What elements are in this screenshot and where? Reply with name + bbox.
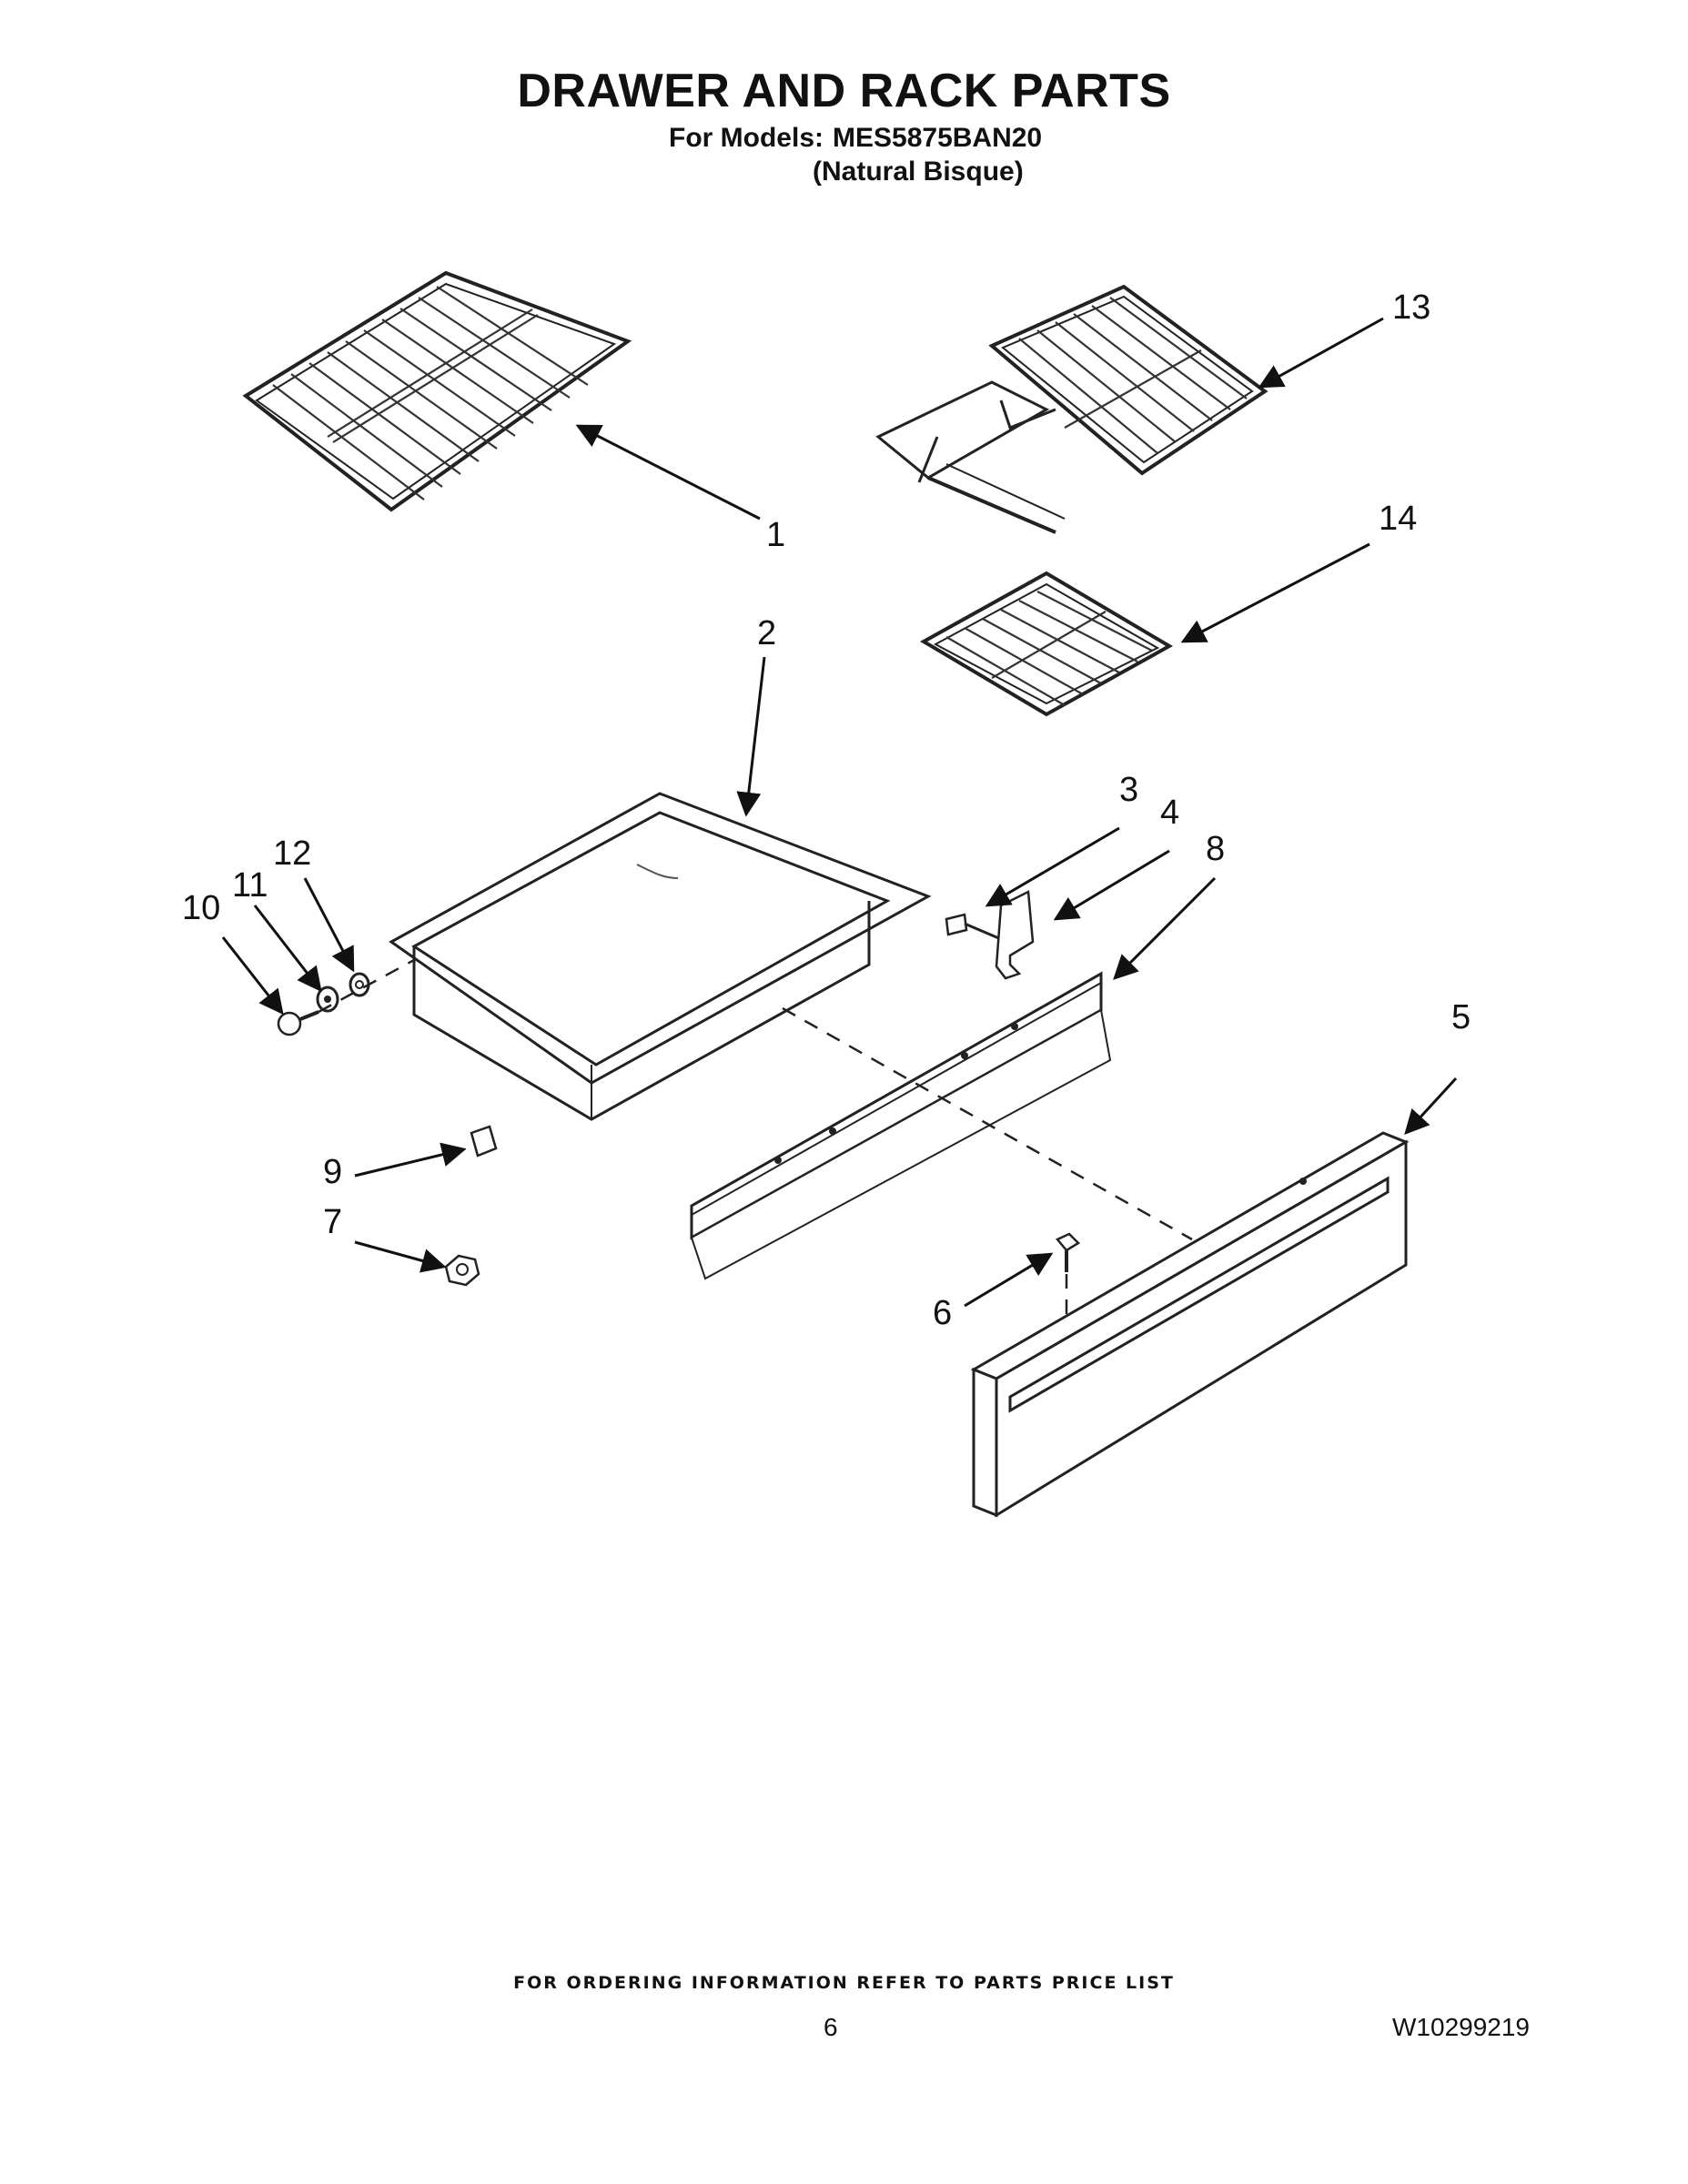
callout-1: 1	[766, 516, 785, 554]
part-4-clip	[995, 890, 1035, 980]
callout-8: 8	[1206, 830, 1225, 868]
part-3-screw	[945, 913, 1002, 941]
page-title: DRAWER AND RACK PARTS	[517, 65, 1171, 117]
part-9-block	[470, 1125, 498, 1158]
part-11-roller	[316, 986, 339, 1013]
part-8-slide-rail	[690, 971, 1112, 1280]
model-number: MES5875BAN20	[833, 123, 1043, 153]
part-10-screw	[277, 1010, 319, 1036]
callout-11: 11	[232, 866, 268, 905]
part-7-nut	[444, 1254, 480, 1287]
callout-6: 6	[933, 1294, 952, 1332]
callout-2: 2	[757, 614, 776, 652]
part-6-screw	[1055, 1232, 1081, 1272]
leader-lines	[221, 317, 1458, 1308]
part-5-drawer-front	[970, 1131, 1410, 1518]
part-2-drawer-pan	[389, 792, 932, 1121]
ordering-note: FOR ORDERING INFORMATION REFER TO PARTS …	[513, 1973, 1175, 1993]
model-line: For Models: MES5875BAN20	[669, 123, 1042, 154]
callout-10: 10	[182, 889, 220, 927]
document-number: W10299219	[1392, 2013, 1531, 2041]
models-label: For Models:	[669, 123, 824, 153]
part-1-oven-rack	[242, 270, 632, 512]
alignment-lines	[318, 958, 1193, 1324]
callout-5: 5	[1451, 998, 1471, 1036]
part-14-half-rack	[919, 571, 1174, 717]
callout-3: 3	[1119, 771, 1138, 809]
page-number: 6	[824, 2013, 838, 2041]
callout-13: 13	[1392, 288, 1430, 327]
part-13-sliding-rack	[875, 284, 1269, 534]
model-variant: (Natural Bisque)	[813, 157, 1024, 187]
callout-labels: 1 2 3 4 5 6 7 8 9 10 11 12 13 14	[182, 288, 1471, 1332]
callout-12: 12	[273, 834, 311, 873]
callout-14: 14	[1379, 500, 1417, 538]
callout-9: 9	[323, 1153, 342, 1191]
callout-7: 7	[323, 1203, 342, 1241]
callout-4: 4	[1160, 794, 1179, 832]
